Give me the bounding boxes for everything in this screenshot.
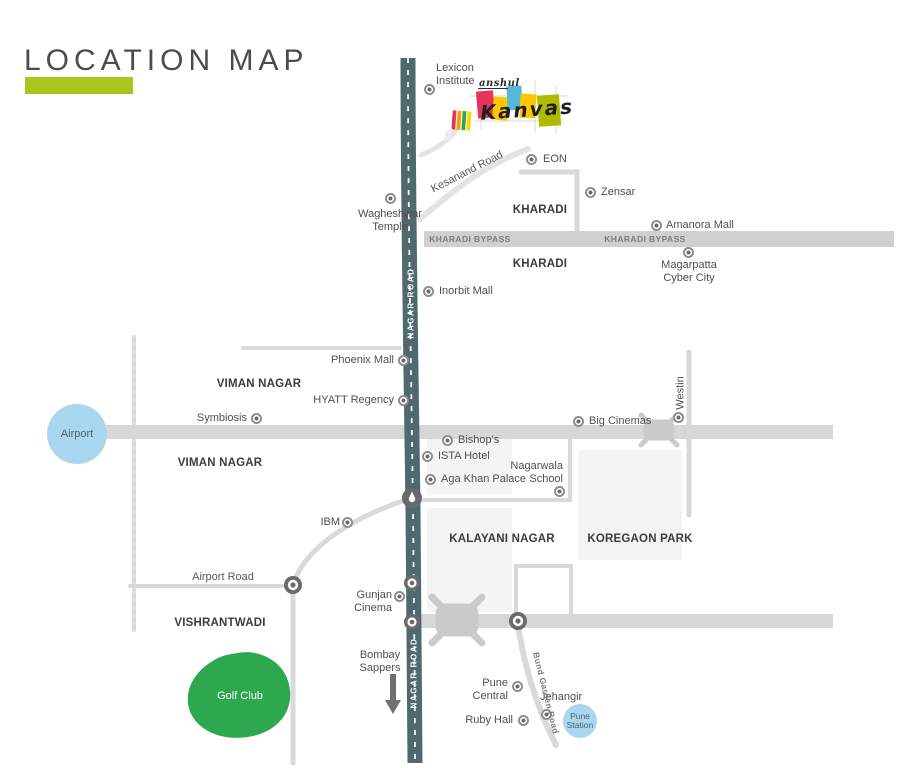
nagar-south-roundabout <box>404 614 420 630</box>
area-viman-nagar-south: VIMAN NAGAR <box>177 457 263 469</box>
logo-square-olive <box>536 94 562 127</box>
symbiosis-label: Symbiosis <box>196 412 247 424</box>
project-location-flag-icon <box>451 110 472 131</box>
wagheshwar-temple-marker <box>384 192 396 204</box>
ibm-label: IBM <box>320 516 340 528</box>
lexicon-institute-marker <box>423 83 435 95</box>
big-cinemas-label: Big Cinemas <box>589 415 652 427</box>
kharadi-bypass-road <box>424 231 894 247</box>
symbiosis-marker <box>250 412 262 424</box>
eon-marker <box>525 153 537 165</box>
westin-label: Westin <box>674 376 687 410</box>
zone-golf-club-label: Golf Club <box>217 690 263 702</box>
jehangir-label: Jehangir <box>540 691 583 703</box>
area-viman-nagar-north: VIMAN NAGAR <box>216 378 302 390</box>
project-access-road <box>418 127 459 158</box>
zone-airport: Airport <box>47 404 107 464</box>
city-blocks <box>427 428 682 612</box>
hyatt-regency-label: HYATT Regency <box>313 394 394 406</box>
logo-square-yellow2 <box>519 93 537 119</box>
bund-garden-road-line <box>515 624 559 748</box>
area-kalayani-nagar: KALAYANI NAGAR <box>449 533 555 545</box>
eon-label: EON <box>543 153 567 165</box>
ista-hotel-marker <box>421 450 433 462</box>
roadlabel-airport-road: Airport Road <box>192 571 254 583</box>
ibm-marker <box>341 516 353 528</box>
kesanand-road-line <box>417 146 531 222</box>
roadlabel-kesanand-road: Kesanand Road <box>429 148 505 196</box>
bishops-label: Bishop's <box>458 434 500 446</box>
ista-hotel-label: ISTA Hotel <box>438 450 490 462</box>
roundabouts <box>284 488 527 630</box>
nagarwala-school-marker <box>553 485 565 497</box>
westin-marker <box>672 411 684 423</box>
amanora-mall-marker <box>650 219 662 231</box>
inorbit-mall-label: Inorbit Mall <box>439 285 493 297</box>
roadlabel-nagar-road-south: NAGAR ROAD <box>409 637 419 709</box>
aga-khan-palace-label: Aga Khan Palace <box>441 473 527 485</box>
ibm-diagonal-road <box>293 496 411 580</box>
minor-roads <box>128 127 692 766</box>
logo-brand-script: anshul <box>479 78 520 89</box>
pune-central-marker <box>511 680 523 692</box>
area-kharadi-south: KHARADI <box>512 258 568 270</box>
title-underline <box>25 77 133 94</box>
amanora-mall-label: Amanora Mall <box>666 219 734 231</box>
kalayani-stub-road <box>514 564 573 620</box>
flyover-icon-south <box>428 593 486 647</box>
phoenix-mall-marker <box>397 354 409 366</box>
area-kharadi-north: KHARADI <box>512 204 568 216</box>
flag-tail <box>443 128 452 142</box>
inorbit-mall-marker <box>422 285 434 297</box>
big-cinemas-marker <box>572 415 584 427</box>
page-title: LOCATION MAP <box>24 44 309 78</box>
down-arrow-icon <box>385 674 401 714</box>
kanvas-logo: anshul Kanvas <box>443 78 575 142</box>
logo-square-red <box>475 90 496 119</box>
hyatt-regency-marker <box>397 394 409 406</box>
zensar-marker <box>584 186 596 198</box>
gunjan-cinema-marker <box>393 590 405 602</box>
roadlabel-kharadi-bypass-east: KHARADI BYPASS <box>604 234 686 244</box>
aga-khan-palace-marker <box>424 473 436 485</box>
phoenix-mall-label: Phoenix Mall <box>331 354 394 366</box>
logo-square-yellow1 <box>492 96 509 121</box>
bund-garden-roundabout <box>509 612 527 630</box>
eon-road <box>518 169 580 234</box>
golf-club-area <box>187 652 291 738</box>
magarpatta-cyber-city-marker <box>682 246 694 258</box>
bishops-marker <box>441 434 453 446</box>
roadlabel-kharadi-bypass-west: KHARADI BYPASS <box>429 234 511 244</box>
area-koregaon-park: KOREGAON PARK <box>587 533 693 545</box>
nagarwala-road <box>422 435 572 502</box>
vishrantwadi-roundabout <box>284 576 302 594</box>
ruby-hall-label: Ruby Hall <box>465 714 513 726</box>
roadlabel-nagar-road-north: NAGAR ROAD <box>406 267 416 339</box>
zensar-label: Zensar <box>601 186 636 198</box>
gunjan-roundabout <box>404 575 420 591</box>
ruby-hall-marker <box>517 714 529 726</box>
area-vishrantwadi: VISHRANTWADI <box>174 617 266 629</box>
jehangir-marker <box>540 708 552 720</box>
aga-khan-roundabout <box>402 488 422 508</box>
logo-square-teal <box>506 85 523 111</box>
nagar-road <box>400 57 423 764</box>
